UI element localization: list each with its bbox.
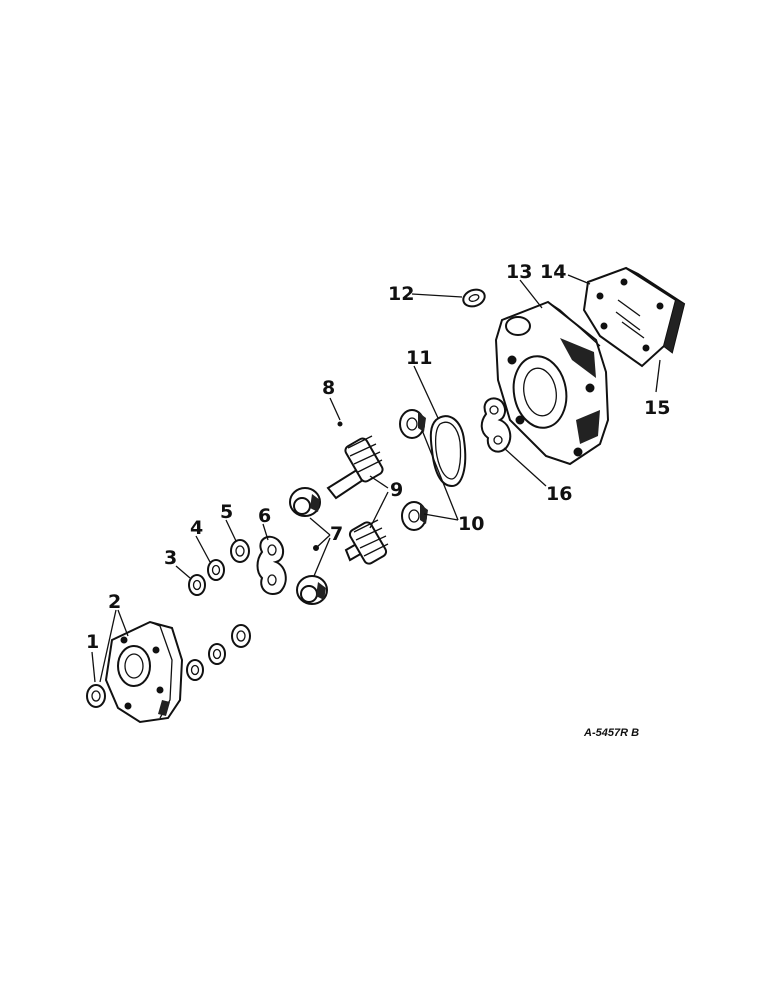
leader-lines [91,274,661,683]
o-ring-11 [429,415,467,488]
front-cover-plate [104,620,184,724]
callout-labels: 1 2 3 4 5 6 7 8 9 10 11 12 13 14 15 16 [86,261,670,653]
callout-3: 3 [164,547,177,569]
callout-11: 11 [406,347,432,369]
callout-8: 8 [322,377,335,399]
ring-12 [462,288,486,308]
callout-9: 9 [390,479,403,501]
lower-rings [186,624,251,681]
callout-4: 4 [190,517,203,539]
driven-gear [344,519,389,565]
gasket-6 [256,535,287,596]
callout-1: 1 [86,631,99,653]
callout-10: 10 [458,513,484,535]
callout-2: 2 [108,591,121,613]
bearings-7 [289,487,328,605]
drive-gear-shaft [326,421,384,500]
callout-6: 6 [258,505,271,527]
callout-16: 16 [546,483,572,505]
reference-code: A-5457R B [583,727,639,739]
seal-ring [86,684,106,708]
callout-15: 15 [644,397,670,419]
gasket-16 [480,397,512,453]
bearing-rings-10 [399,409,428,531]
callout-14: 14 [540,261,566,283]
pump-body-13 [494,300,610,466]
callout-5: 5 [220,501,233,523]
callout-13: 13 [506,261,532,283]
callout-7: 7 [330,523,343,545]
end-cover-plate [582,266,686,368]
callout-12: 12 [388,283,414,305]
rings-3-4-5 [188,539,250,596]
